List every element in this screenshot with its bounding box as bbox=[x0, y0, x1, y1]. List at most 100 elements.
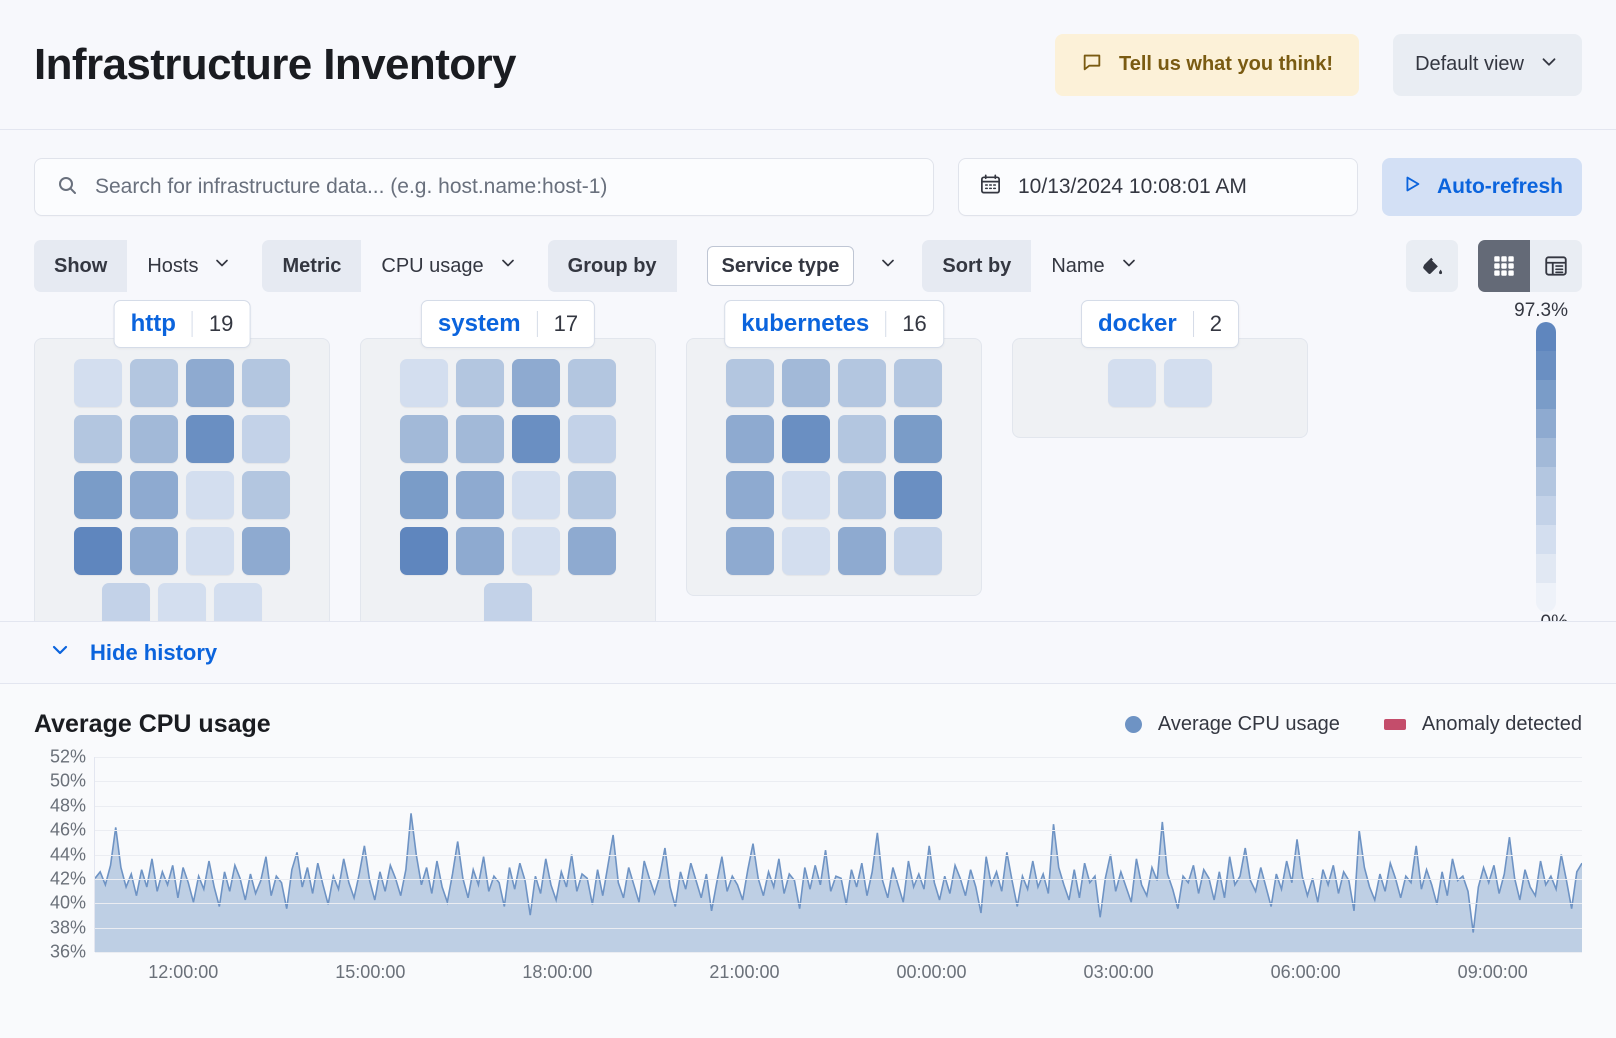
host-tile[interactable] bbox=[130, 527, 178, 575]
chevron-down-icon bbox=[878, 253, 898, 279]
host-tile[interactable] bbox=[894, 359, 942, 407]
default-view-button[interactable]: Default view bbox=[1393, 33, 1582, 96]
host-tile[interactable] bbox=[838, 527, 886, 575]
host-tile[interactable] bbox=[456, 415, 504, 463]
host-tile[interactable] bbox=[726, 527, 774, 575]
group-name[interactable]: kubernetes bbox=[741, 310, 870, 337]
chart-line bbox=[95, 813, 1582, 932]
legend-step bbox=[1536, 380, 1556, 409]
host-tile[interactable] bbox=[102, 583, 150, 621]
host-tile[interactable] bbox=[456, 471, 504, 519]
y-axis-tick: 50% bbox=[49, 770, 86, 791]
host-tile[interactable] bbox=[782, 527, 830, 575]
auto-refresh-label: Auto-refresh bbox=[1436, 175, 1563, 198]
host-tile[interactable] bbox=[74, 359, 122, 407]
filter-sort-by-value-text: Name bbox=[1051, 254, 1105, 277]
host-tile[interactable] bbox=[186, 415, 234, 463]
chart-plot-area[interactable] bbox=[94, 757, 1582, 953]
host-tile[interactable] bbox=[484, 583, 532, 621]
host-tile[interactable] bbox=[400, 359, 448, 407]
host-tile[interactable] bbox=[456, 359, 504, 407]
x-axis-tick: 18:00:00 bbox=[522, 962, 593, 982]
grid-view-icon[interactable] bbox=[1478, 240, 1530, 292]
host-tile[interactable] bbox=[726, 359, 774, 407]
host-tile[interactable] bbox=[568, 527, 616, 575]
host-tile[interactable] bbox=[74, 471, 122, 519]
host-tile[interactable] bbox=[130, 471, 178, 519]
view-toggles bbox=[1406, 240, 1582, 292]
y-axis-tick: 48% bbox=[49, 795, 86, 816]
play-icon bbox=[1401, 173, 1423, 201]
search-icon bbox=[55, 173, 79, 202]
host-tile[interactable] bbox=[512, 527, 560, 575]
filter-metric-value[interactable]: CPU usage bbox=[361, 240, 537, 292]
host-tile[interactable] bbox=[186, 471, 234, 519]
host-tile[interactable] bbox=[1108, 359, 1156, 407]
host-tile[interactable] bbox=[568, 415, 616, 463]
host-tile[interactable] bbox=[74, 527, 122, 575]
y-axis-tick: 44% bbox=[49, 844, 86, 864]
host-tile[interactable] bbox=[242, 415, 290, 463]
host-tile[interactable] bbox=[568, 471, 616, 519]
y-axis-tick: 46% bbox=[49, 819, 86, 840]
paint-bucket-icon[interactable] bbox=[1406, 240, 1458, 292]
host-tile[interactable] bbox=[74, 415, 122, 463]
host-tile[interactable] bbox=[186, 359, 234, 407]
filter-group-by-control[interactable]: Service type bbox=[677, 240, 913, 292]
filter-group-by: Group by Service type bbox=[547, 240, 913, 292]
host-tile[interactable] bbox=[456, 527, 504, 575]
x-axis-tick: 15:00:00 bbox=[335, 962, 406, 982]
group-name[interactable]: docker bbox=[1098, 310, 1177, 337]
host-tile[interactable] bbox=[838, 415, 886, 463]
filter-sort-by-value[interactable]: Name bbox=[1031, 240, 1158, 292]
filter-show-value[interactable]: Hosts bbox=[127, 240, 252, 292]
host-tile[interactable] bbox=[512, 471, 560, 519]
filter-group-by-value-text[interactable]: Service type bbox=[706, 246, 855, 286]
chart-y-axis: 52%50%48%46%44%42%40%38%36% bbox=[34, 747, 94, 962]
host-tile[interactable] bbox=[130, 359, 178, 407]
host-tile[interactable] bbox=[242, 471, 290, 519]
host-tile[interactable] bbox=[186, 527, 234, 575]
chevron-down-icon bbox=[1538, 51, 1560, 79]
host-tile[interactable] bbox=[782, 471, 830, 519]
host-tile[interactable] bbox=[242, 359, 290, 407]
y-axis-tick: 36% bbox=[49, 941, 86, 962]
auto-refresh-button[interactable]: Auto-refresh bbox=[1382, 158, 1582, 216]
host-tile[interactable] bbox=[726, 471, 774, 519]
legend-item-anomaly-detected[interactable]: Anomaly detected bbox=[1383, 713, 1582, 736]
legend-item-average-cpu-usage[interactable]: Average CPU usage bbox=[1124, 713, 1340, 736]
host-tile[interactable] bbox=[400, 415, 448, 463]
host-tile[interactable] bbox=[512, 359, 560, 407]
table-view-icon[interactable] bbox=[1530, 240, 1582, 292]
host-tile[interactable] bbox=[782, 359, 830, 407]
host-tile[interactable] bbox=[512, 415, 560, 463]
host-tile[interactable] bbox=[894, 471, 942, 519]
host-tile[interactable] bbox=[158, 583, 206, 621]
host-tile[interactable] bbox=[214, 583, 262, 621]
host-tile[interactable] bbox=[130, 415, 178, 463]
host-tile[interactable] bbox=[400, 527, 448, 575]
date-picker[interactable]: 10/13/2024 10:08:01 AM bbox=[958, 158, 1358, 216]
filter-group-by-label: Group by bbox=[547, 240, 677, 292]
hide-history-toggle[interactable]: Hide history bbox=[0, 622, 1616, 684]
host-tile[interactable] bbox=[782, 415, 830, 463]
host-tile[interactable] bbox=[242, 527, 290, 575]
search-input[interactable]: Search for infrastructure data... (e.g. … bbox=[34, 158, 934, 216]
group-name[interactable]: system bbox=[437, 310, 521, 337]
host-tile[interactable] bbox=[1164, 359, 1212, 407]
host-tile[interactable] bbox=[894, 527, 942, 575]
filter-metric-value-text: CPU usage bbox=[381, 254, 484, 277]
host-tile[interactable] bbox=[726, 415, 774, 463]
grid-line bbox=[95, 781, 1582, 783]
host-tile[interactable] bbox=[400, 471, 448, 519]
group-name[interactable]: http bbox=[130, 310, 176, 337]
host-tile[interactable] bbox=[838, 471, 886, 519]
host-tile[interactable] bbox=[894, 415, 942, 463]
feedback-button[interactable]: Tell us what you think! bbox=[1054, 33, 1360, 96]
host-tile[interactable] bbox=[568, 359, 616, 407]
host-tile[interactable] bbox=[838, 359, 886, 407]
